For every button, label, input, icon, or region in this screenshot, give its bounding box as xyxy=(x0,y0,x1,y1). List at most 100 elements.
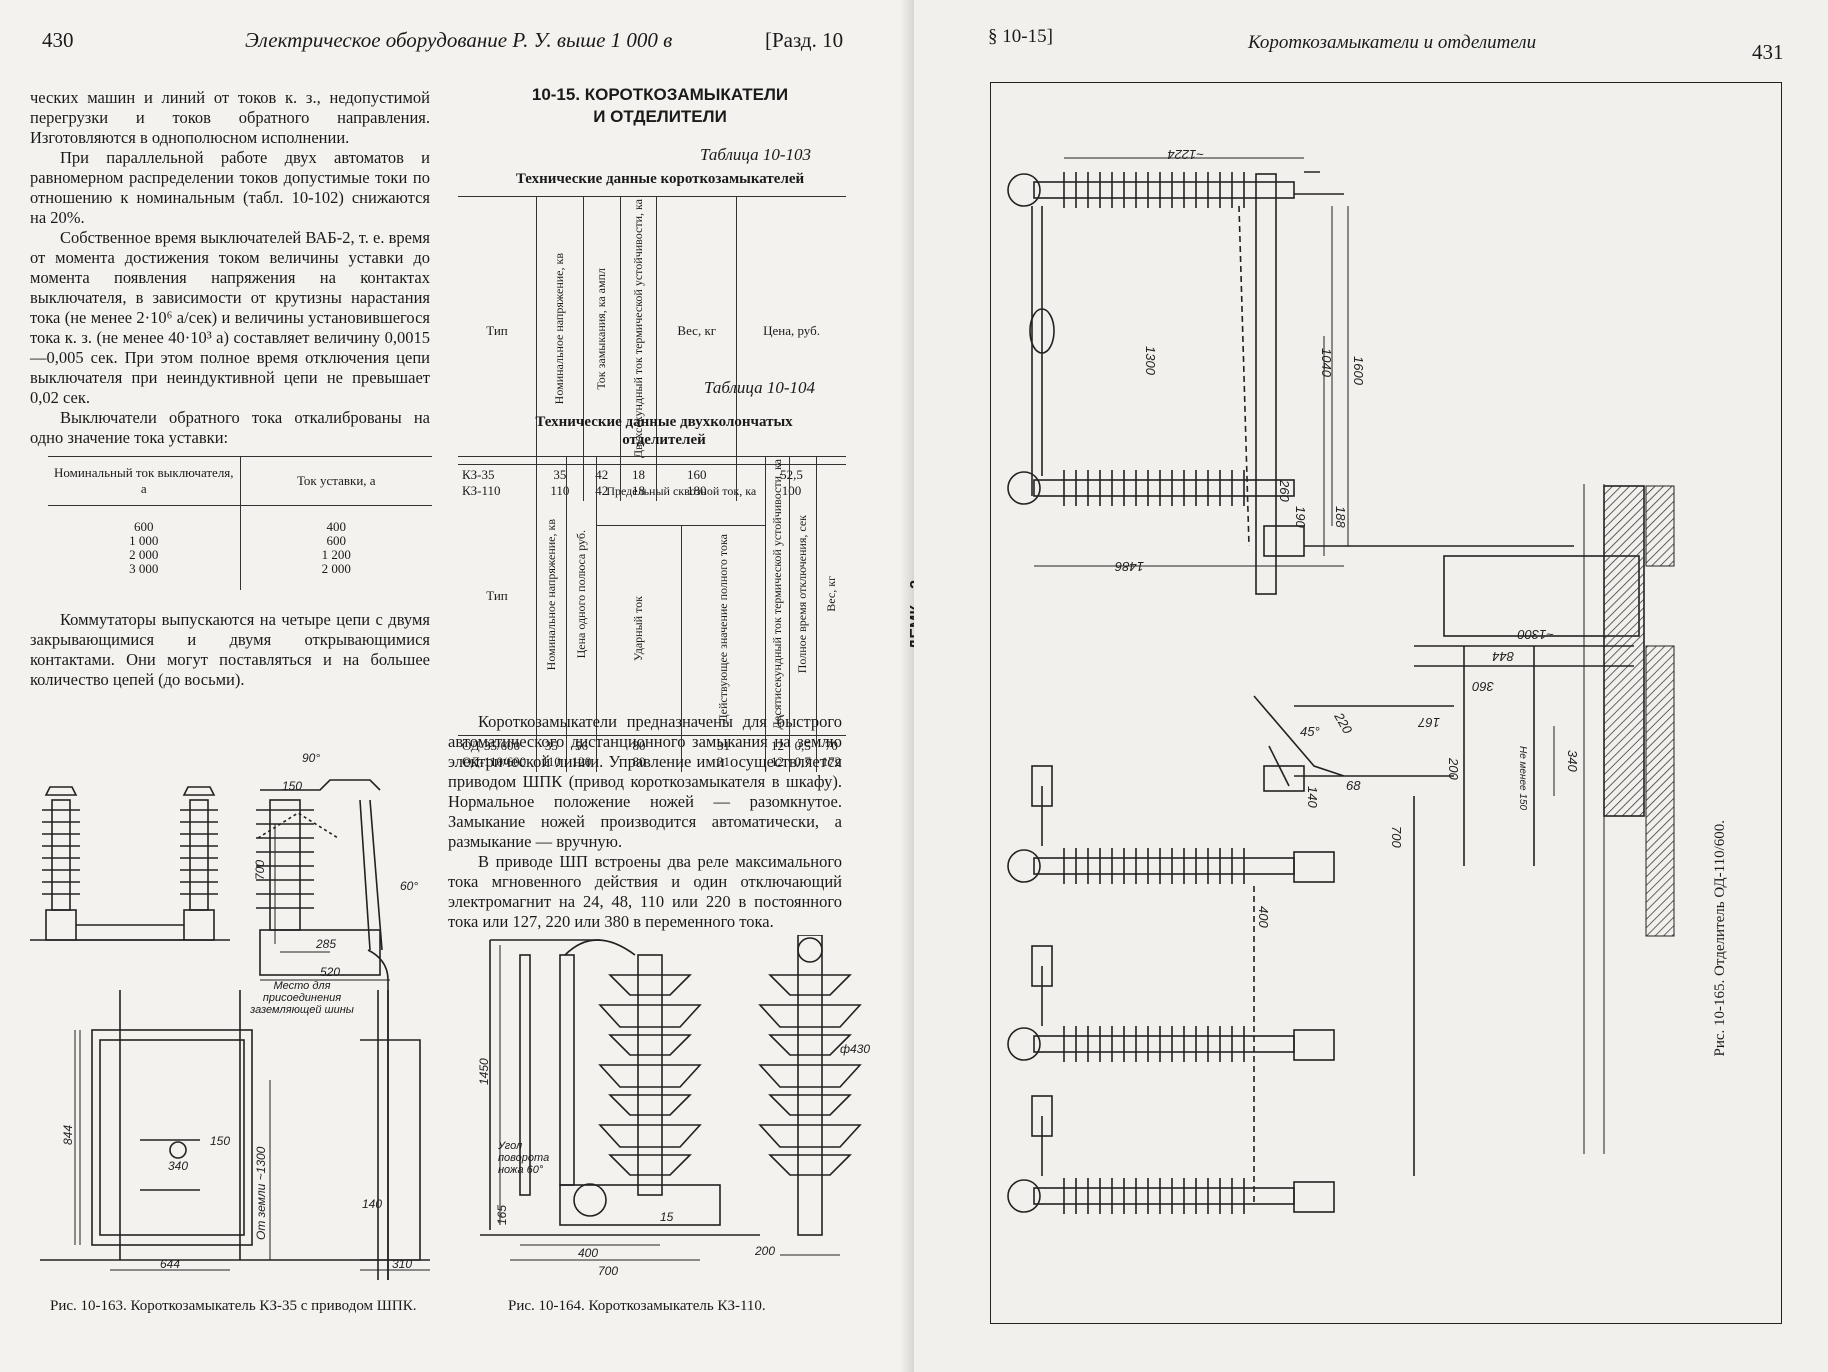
t103-header-price: Цена, руб. xyxy=(736,195,846,466)
kz-paragraph: В приводе ШП встроены два реле максималь… xyxy=(448,852,842,931)
fig165-dim-400: 400 xyxy=(1256,906,1271,928)
figure-10-163: 90° 150 700 60° 285 520 Место для присое… xyxy=(30,751,430,1280)
fig165-dim-1600: 1600 xyxy=(1351,356,1366,386)
fig164-caption: Рис. 10-164. Короткозамыкатель КЗ-110. xyxy=(508,1298,766,1314)
fig165-dim-1300b: ~1300 xyxy=(1517,627,1554,642)
intro-paragraph: При параллельной работе двух автоматов и… xyxy=(30,148,430,227)
left-running-head: Электрическое оборудование Р. У. выше 1 … xyxy=(245,28,673,52)
kz-paragraph: Короткозамыкатели предназначены для быст… xyxy=(448,712,842,851)
right-section-ref: § 10-15] xyxy=(988,26,1053,47)
fig165-caption: Рис. 10-165. Отделитель ОД-110/600. xyxy=(1712,820,1728,1057)
insulator-stack xyxy=(42,786,80,895)
fig163-dim-60: 60° xyxy=(400,879,418,893)
commutators-text: Коммутаторы выпускаются на четыре цепи с… xyxy=(30,610,430,690)
fig163-dim-285: 285 xyxy=(315,937,336,951)
left-page: 430 Электрическое оборудование Р. У. выш… xyxy=(0,0,914,1372)
fig165-dim-140: 140 xyxy=(1305,786,1320,808)
fig165-dim-260: 260 xyxy=(1277,479,1292,502)
fig164-dim-700: 700 xyxy=(598,1264,618,1278)
left-page-number: 430 xyxy=(42,28,74,52)
fig165-dim-200: 200 xyxy=(1446,757,1461,780)
fig165-dim-167: 167 xyxy=(1418,715,1440,730)
commutators-paragraph: Коммутаторы выпускаются на четыре цепи с… xyxy=(30,610,430,689)
figure-10-164: 1450 ф430 Угол поворота ножа 60° 165 15 … xyxy=(477,935,870,1278)
t103-header-type: Тип xyxy=(458,195,537,466)
table103-title: Технические данные короткозамыкателей xyxy=(515,171,805,187)
fig165-dim-340: 340 xyxy=(1565,750,1580,772)
fig165-dim-45: 45° xyxy=(1300,724,1320,739)
t104-header-time: Полное время отключения, сек xyxy=(795,515,810,674)
fig165-dim-844: 844 xyxy=(1492,649,1514,664)
fig165-dim-1486: 1486 xyxy=(1114,559,1144,574)
t104-header-weight: Вес, кг xyxy=(823,576,838,613)
fig165-dim-700: 700 xyxy=(1389,826,1404,848)
fig164-dim-430: ф430 xyxy=(840,1042,870,1056)
intro-text: ческих машин и линий от токов к. з., нед… xyxy=(30,88,430,448)
section-title: 10-15. КОРОТКОЗАМЫКАТЕЛИ И ОТДЕЛИТЕЛИ xyxy=(470,84,850,128)
intro-paragraph: Выключатели обратного тока откалиброваны… xyxy=(30,408,430,447)
fig165-dim-360: 360 xyxy=(1472,679,1494,694)
kz-text: Короткозамыкатели предназначены для быст… xyxy=(448,712,842,932)
fig164-dim-1450: 1450 xyxy=(477,1058,491,1085)
fig165-dim-68: 68 xyxy=(1346,778,1361,793)
table104-title: Технические данные двухколончатых отдели… xyxy=(535,414,793,448)
section-title-line2: И ОТДЕЛИТЕЛИ xyxy=(593,107,727,126)
fig163-dim-700: 700 xyxy=(253,860,267,880)
table-10-104: Тип Номинальное напряжение, кв Цена одно… xyxy=(458,455,846,773)
fig164-angle-note: Угол поворота ножа 60° xyxy=(498,1140,550,1176)
table-row: ОД-35/600 ОД-110/600 xyxy=(458,735,537,773)
setting-col2-values: 400 600 1 200 2 000 xyxy=(239,505,432,590)
setting-col1-header: Номинальный ток выключателя, а xyxy=(48,456,241,506)
fig164-dim-165: 165 xyxy=(495,1205,509,1225)
fig163-dim-644: 644 xyxy=(160,1257,180,1271)
fig165-dim-150: Не менее 150 xyxy=(1517,746,1528,811)
fig163-dim-150: 150 xyxy=(282,779,302,793)
t104-header-peak: Ударный ток xyxy=(631,596,646,662)
table104-label: Таблица 10-104 xyxy=(704,378,815,397)
intro-paragraph: Собственное время выключателей ВАБ-2, т.… xyxy=(30,228,430,407)
fig165-dim-1300: 1300 xyxy=(1143,346,1158,376)
fig164-dim-15: 15 xyxy=(660,1210,674,1224)
fig165-dim-1040: 1040 xyxy=(1319,348,1334,378)
fig164-dim-400: 400 xyxy=(578,1246,598,1260)
t104-header-limit: Предельный сквозной ток, ка xyxy=(596,455,767,527)
figure-10-165-frame xyxy=(990,82,1782,1324)
fig165-dim-190: 190 xyxy=(1293,506,1308,528)
t103-header-weight: Вес, кг xyxy=(656,195,738,466)
right-running-head: Короткозамыкатели и отделители xyxy=(1248,32,1537,53)
table-cell: 56 120 xyxy=(565,735,598,773)
fig163-dim-844: 844 xyxy=(61,1125,75,1145)
table-cell: 35 110 xyxy=(536,735,567,773)
intro-paragraph: ческих машин и линий от токов к. з., нед… xyxy=(30,88,430,147)
fig163-dim-340: 340 xyxy=(168,1159,188,1173)
t103-header-current: Ток замыкания, ка ампл xyxy=(594,267,609,390)
setting-col1-values: 600 1 000 2 000 3 000 xyxy=(48,505,241,590)
fig163-dim-520: 520 xyxy=(320,965,340,979)
t104-header-rms: Действующее значение полного тока xyxy=(716,534,731,724)
fig165-dim-1224: ~1224 xyxy=(1167,147,1204,162)
table-cell: 0,5 0,7 xyxy=(788,735,817,773)
setting-table: Номинальный ток выключателя, а Ток устав… xyxy=(48,456,432,590)
table-cell: 70 172 xyxy=(815,735,846,773)
t104-header-type: Тип xyxy=(458,455,537,737)
table-cell: 12 12 xyxy=(765,735,790,773)
fig165-dim-220: 220 xyxy=(1331,709,1356,737)
fig163-ground-note: Место для присоединения заземляющей шины xyxy=(250,980,354,1016)
t104-header-price: Цена одного полюса руб. xyxy=(574,530,589,659)
right-page-number: 431 xyxy=(1752,40,1784,64)
table-cell: 80 80 xyxy=(596,735,682,773)
fig163-dim-140: 140 xyxy=(362,1197,382,1211)
fig163-caption: Рис. 10-163. Короткозамыкатель КЗ-35 с п… xyxy=(50,1298,417,1314)
setting-col2-header: Ток уставки, а xyxy=(239,456,432,506)
fig163-dim-90: 90° xyxy=(302,751,320,765)
figure-10-165: ~1224 1300 1040 1600 260 190 188 1486 ~1… xyxy=(1007,147,1675,1214)
section-title-line1: 10-15. КОРОТКОЗАМЫКАТЕЛИ xyxy=(531,85,789,104)
table103-label: Таблица 10-103 xyxy=(700,145,811,164)
t104-header-thermal: Десятисекундный ток термической устойчив… xyxy=(770,459,785,730)
right-page: § 10-15] Короткозамыкатели и отделители … xyxy=(914,0,1828,1372)
left-section-ref: [Разд. 10 xyxy=(765,28,844,52)
fig163-dim-310: 310 xyxy=(392,1257,412,1271)
fig163-dim-ground: От земли ~1300 xyxy=(254,1146,268,1240)
t104-header-voltage: Номинальное напряжение, кв xyxy=(543,518,558,670)
fig164-dim-200: 200 xyxy=(754,1244,775,1258)
